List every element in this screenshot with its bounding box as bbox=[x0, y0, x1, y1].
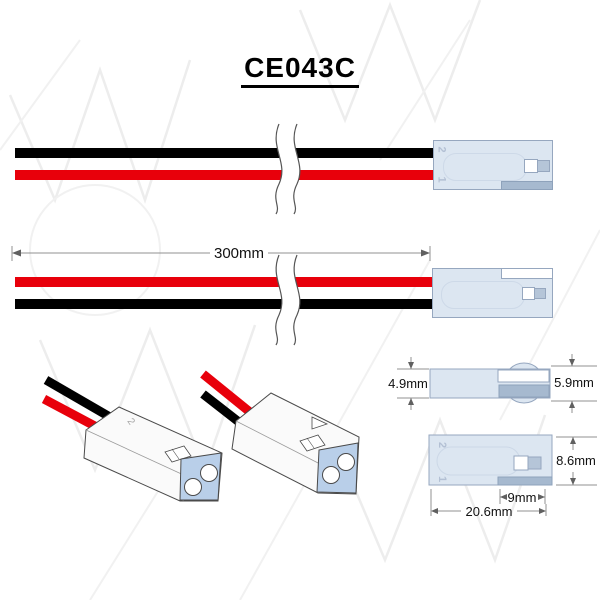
latch-side-strip bbox=[501, 181, 553, 190]
black-wire-iso-a bbox=[43, 376, 125, 428]
overall-length-label: 20.6mm bbox=[466, 504, 513, 519]
housing-top-profile bbox=[428, 434, 553, 486]
latch-boss bbox=[503, 362, 545, 404]
wire-break-symbol-top bbox=[275, 120, 301, 219]
pin-2-label: 2 bbox=[435, 146, 448, 153]
dimension-4-9 bbox=[397, 357, 429, 410]
length-dimension bbox=[11, 246, 431, 261]
latch-window bbox=[524, 159, 538, 173]
latch-button bbox=[527, 456, 542, 470]
latch-button bbox=[534, 288, 546, 299]
connector-body-iso-b bbox=[231, 392, 360, 495]
latch-notch bbox=[501, 268, 553, 279]
red-wire-middle-diagram bbox=[15, 277, 432, 287]
iso-view-connector-a: 2 bbox=[41, 376, 223, 502]
mating-face-iso-a bbox=[179, 452, 222, 501]
black-wire-top-diagram bbox=[15, 148, 433, 158]
connector-cavity-outline bbox=[436, 446, 521, 476]
pin-1-label: 1 bbox=[436, 476, 448, 482]
housing-width-label: 8.6mm bbox=[556, 453, 596, 468]
dimension-5-9 bbox=[551, 354, 597, 413]
connector-housing-top-diagram: 2 1 bbox=[433, 140, 553, 190]
latch-notch-iso-b bbox=[311, 416, 329, 430]
connector-cavity-outline bbox=[441, 281, 525, 309]
housing-height-label: 4.9mm bbox=[388, 376, 428, 391]
length-dimension-label: 300mm bbox=[214, 245, 264, 262]
mating-face-iso-b bbox=[316, 442, 359, 494]
dimension-20-6 bbox=[430, 489, 547, 516]
iso-view-connector-b bbox=[200, 370, 360, 495]
pin-hole-1 bbox=[184, 478, 202, 496]
pin-hole-1 bbox=[322, 466, 340, 484]
latch-window-side bbox=[497, 369, 550, 383]
pin-hole-2 bbox=[200, 464, 218, 482]
overall-height-label: 5.9mm bbox=[554, 375, 594, 390]
side-view-drawing bbox=[429, 362, 551, 404]
latch-bump-iso-b bbox=[299, 434, 326, 452]
red-wire-iso-a bbox=[41, 395, 109, 436]
pin-hole-2 bbox=[337, 453, 355, 471]
pin-2-label-iso: 2 bbox=[125, 416, 137, 427]
top-view-drawing: 2 1 bbox=[428, 434, 553, 486]
pin-1-label: 1 bbox=[435, 176, 448, 183]
black-wire-iso-b bbox=[200, 390, 247, 430]
pin-2-label: 2 bbox=[436, 442, 448, 448]
connector-cavity-outline bbox=[443, 153, 527, 181]
latch-window bbox=[513, 455, 529, 471]
black-wire-middle-diagram bbox=[15, 299, 432, 309]
connector-housing-middle-diagram bbox=[432, 268, 553, 318]
red-wire-top-diagram bbox=[15, 170, 433, 180]
latch-strip-side bbox=[498, 384, 550, 398]
red-wire-iso-b bbox=[200, 370, 259, 421]
housing-side-profile bbox=[429, 368, 551, 399]
latch-side-strip bbox=[497, 476, 553, 486]
connector-body-iso-a bbox=[83, 406, 223, 502]
latch-bump-iso-a bbox=[164, 445, 192, 463]
page-title: CE043C bbox=[0, 52, 600, 88]
latch-length-label: 9mm bbox=[508, 490, 537, 505]
drawing-title: CE043C bbox=[241, 52, 359, 88]
dimension-9 bbox=[499, 489, 546, 504]
latch-button bbox=[537, 160, 550, 172]
dimension-8-6 bbox=[556, 436, 597, 486]
